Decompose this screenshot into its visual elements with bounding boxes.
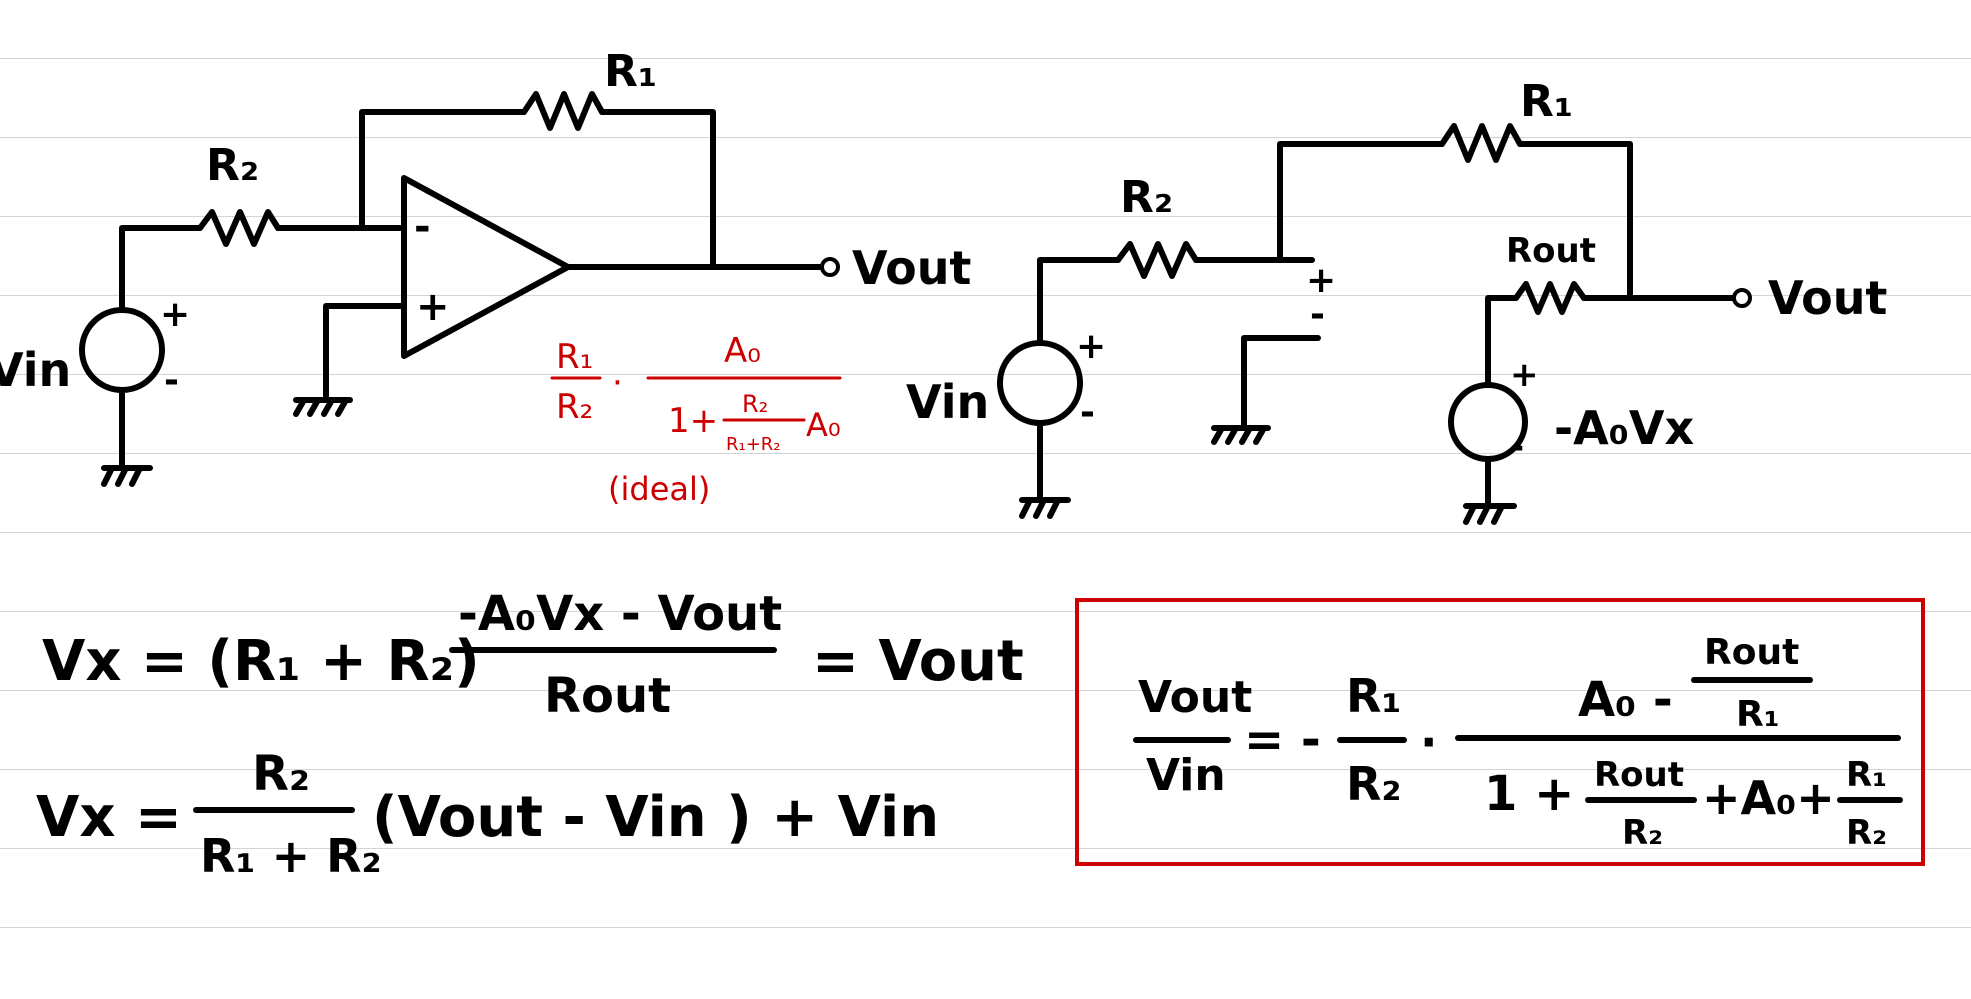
ann-num-r1: R₁ <box>556 337 593 377</box>
resistor-r1 <box>521 91 605 131</box>
label-r2: R₂ <box>206 140 259 191</box>
resistor-r2 <box>1115 241 1199 279</box>
ruled-line <box>0 374 1971 375</box>
wire <box>359 109 527 231</box>
ruled-line <box>0 848 1971 849</box>
opamp-triangle <box>401 175 571 359</box>
ground-symbol <box>1211 425 1271 445</box>
result-box: Vout Vin = - R₁ R₂ · A₀ - Rout R₁ 1 + Ro… <box>1075 598 1925 866</box>
label-r2: R₂ <box>1120 172 1173 223</box>
eq1-lhs: Vx = (R₁ + R₂) <box>42 629 480 694</box>
result-lhs-den: Vin <box>1146 750 1226 801</box>
ann-note: (ideal) <box>608 470 710 508</box>
ruled-line <box>0 453 1971 454</box>
vout-terminal <box>1732 288 1752 308</box>
opamp-plus: + <box>416 284 450 330</box>
ann-den-suffix: A₀ <box>806 406 841 444</box>
result-border <box>1075 598 1925 866</box>
equation-2: Vx = R₂ R₁ + R₂ (Vout - Vin ) + Vin <box>36 746 939 883</box>
opamp-minus: - <box>414 204 431 250</box>
result-eq-sign: = - <box>1244 712 1321 768</box>
resistor-r2 <box>197 209 281 247</box>
eq2-lhs: Vx = <box>36 785 182 850</box>
ann-num-a0: A₀ <box>724 331 761 371</box>
eq1-denominator: Rout <box>544 668 671 724</box>
resistor-r1 <box>1439 123 1523 163</box>
dep-source-minus: - <box>1510 427 1524 467</box>
label-vin: Vin <box>0 343 71 397</box>
ruled-line <box>0 769 1971 770</box>
result-den-frac2-den: R₂ <box>1846 813 1887 853</box>
eq2-numerator: R₂ <box>252 746 310 802</box>
equation-1: Vx = (R₁ + R₂) -A₀Vx - Vout Rout = Vout <box>42 586 1024 724</box>
label-vout: Vout <box>1768 271 1887 325</box>
eq2-denominator: R₁ + R₂ <box>200 829 382 883</box>
ruled-line <box>0 58 1971 59</box>
dependent-source-label: -A₀Vx <box>1554 401 1694 455</box>
ann-den-r2: R₂ <box>556 387 593 427</box>
dep-source-plus: + <box>1510 355 1539 395</box>
source-minus: - <box>164 360 179 401</box>
label-rout: Rout <box>1506 231 1596 271</box>
ruled-line <box>0 216 1971 217</box>
result-f1-num: R₁ <box>1346 669 1402 723</box>
result-den-prefix: 1 + <box>1484 766 1574 822</box>
model-circuit: R₁ R₂ Rout Vout Vin -A₀Vx + - + - + - <box>906 76 1887 525</box>
vin-source <box>79 307 165 393</box>
ann-den-prefix: 1+ <box>668 401 718 441</box>
ground-symbol <box>1463 503 1517 525</box>
ruled-line <box>0 611 1971 612</box>
label-r1: R₁ <box>604 46 657 97</box>
label-vout: Vout <box>852 241 971 295</box>
ruled-line <box>0 690 1971 691</box>
result-f1-den: R₂ <box>1346 757 1402 811</box>
vout-terminal <box>820 257 840 277</box>
input-plus: + <box>1306 260 1336 301</box>
label-r1: R₁ <box>1520 76 1573 127</box>
ground-symbol <box>1019 497 1071 519</box>
ann-dot: · <box>612 363 623 403</box>
ground-symbol <box>101 465 153 487</box>
ground-symbol <box>293 397 353 417</box>
result-den-frac-num: Rout <box>1594 755 1684 795</box>
eq2-rhs: (Vout - Vin ) + Vin <box>372 785 939 850</box>
wire <box>599 109 716 268</box>
wire <box>1037 257 1121 346</box>
result-dot: · <box>1420 715 1437 769</box>
result-den-frac2-num: R₁ <box>1846 755 1887 795</box>
eq1-rhs: = Vout <box>812 629 1024 694</box>
result-num-frac-num: Rout <box>1704 632 1799 673</box>
input-minus: - <box>1310 294 1325 335</box>
vin-source <box>997 340 1083 426</box>
eq1-numerator: -A₀Vx - Vout <box>458 586 782 642</box>
result-den-mid: +A₀+ <box>1702 771 1835 825</box>
ann-inner-num: R₂ <box>742 390 768 418</box>
wire <box>1277 141 1445 263</box>
result-lhs-num: Vout <box>1138 672 1252 723</box>
wire <box>1485 295 1519 388</box>
label-vin: Vin <box>906 375 989 429</box>
result-den-frac-den: R₂ <box>1622 813 1663 853</box>
ruled-line <box>0 295 1971 296</box>
opamp-circuit: R₁ R₂ Vout Vin - + + - <box>0 46 971 487</box>
ruled-line <box>0 137 1971 138</box>
gain-annotation: R₁ R₂ · A₀ 1+ R₂ R₁+R₂ A₀ (ideal) <box>550 331 842 508</box>
ann-inner-den: R₁+R₂ <box>726 434 781 455</box>
result-num-frac-den: R₁ <box>1736 694 1780 735</box>
wire <box>119 225 203 313</box>
source-plus: + <box>1076 326 1106 367</box>
ruled-line <box>0 532 1971 533</box>
source-plus: + <box>160 294 190 335</box>
resistor-rout <box>1513 281 1587 315</box>
wire <box>1241 335 1321 431</box>
ruled-line <box>0 927 1971 928</box>
source-minus: - <box>1080 392 1095 433</box>
result-num-text: A₀ - <box>1578 672 1673 728</box>
wire <box>1517 141 1633 301</box>
wire <box>323 303 407 403</box>
